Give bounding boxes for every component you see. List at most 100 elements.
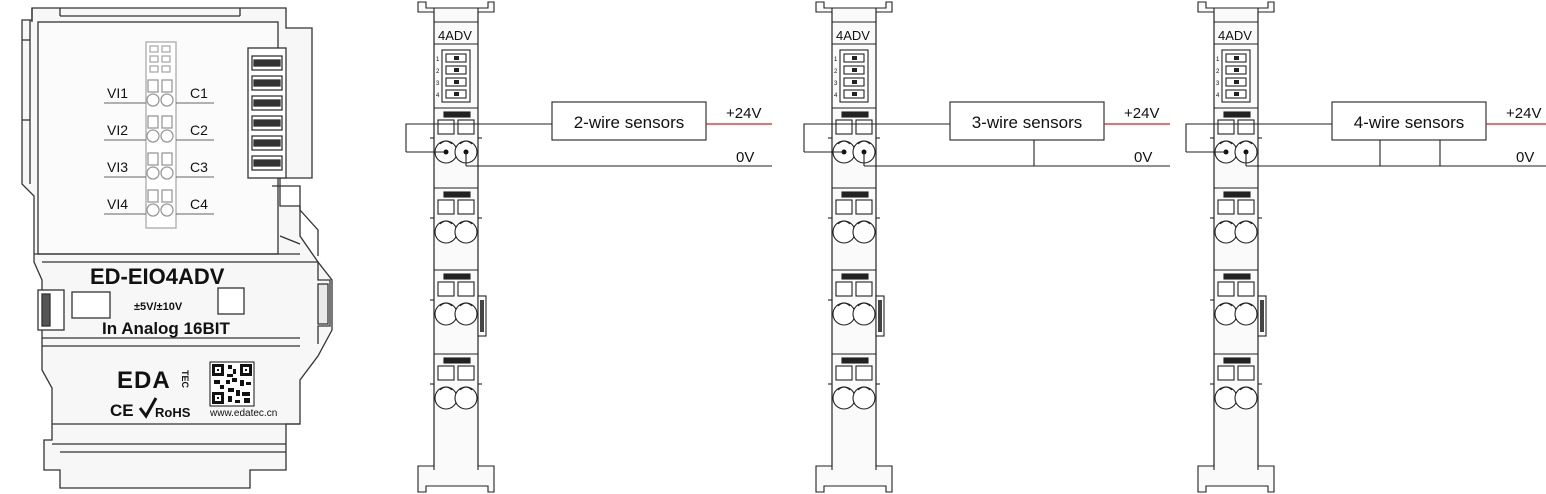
terminal-release: [457, 281, 475, 297]
terminal-clamp-notch: [1219, 140, 1233, 145]
sensor-box-label: 3-wire sensors: [972, 113, 1083, 132]
wire-sensor-ground: [1439, 140, 1546, 167]
module-tag-label: 4ADV: [438, 28, 472, 43]
sensor-box: [551, 101, 707, 141]
terminal-release: [1217, 199, 1235, 215]
terminal-release: [855, 365, 873, 381]
led-window: [841, 357, 869, 364]
module-tag-label: 4ADV: [1218, 28, 1252, 43]
led-window: [443, 357, 471, 364]
terminal-clamp-notch: [1219, 386, 1233, 391]
terminal-clamp-notch: [837, 220, 851, 225]
terminal-clamp-notch: [837, 302, 851, 307]
led-window: [443, 273, 471, 280]
wire-sensor-return: [1258, 140, 1381, 167]
terminal-release: [437, 199, 455, 215]
sensor-box-label: 4-wire sensors: [1354, 113, 1465, 132]
terminal-release: [457, 365, 475, 381]
terminal-clamp-notch: [459, 220, 473, 225]
supply-voltage-label: +24V: [726, 105, 761, 122]
channel-label-lines: [104, 102, 214, 215]
channel-label-c2: C2: [190, 122, 208, 138]
led-window: [841, 273, 869, 280]
dip-switch-lever: [454, 80, 459, 84]
terminal-clamp-notch: [857, 220, 871, 225]
dip-switch-lever: [1234, 68, 1239, 72]
dip-switch-lever: [852, 80, 857, 84]
side-release-bar: [1260, 300, 1264, 332]
terminal-release: [835, 119, 853, 135]
dip-switch-number: 2: [834, 69, 838, 75]
terminal-clamp: [852, 302, 876, 326]
module-voltage-range: ±5V/±10V: [134, 301, 183, 313]
led-window: [841, 111, 869, 118]
led-window: [443, 191, 471, 198]
led-window: [841, 191, 869, 198]
dip-switch-lever: [1234, 56, 1239, 60]
terminal-clamp: [1214, 386, 1238, 410]
dip-switch-number: 4: [1216, 93, 1220, 99]
ground-voltage-label: 0V: [1516, 149, 1534, 166]
terminal-clamp: [434, 386, 458, 410]
terminal-clamp-notch: [439, 302, 453, 307]
terminal-clamp-notch: [857, 386, 871, 391]
terminal-clamp: [454, 302, 478, 326]
dip-switch-lever: [454, 56, 459, 60]
dip-switch-number: 3: [834, 81, 838, 87]
led-window: [1223, 273, 1251, 280]
terminal-release: [1217, 281, 1235, 297]
supply-voltage-label: +24V: [1506, 105, 1541, 122]
terminal-clamp: [832, 302, 856, 326]
terminal-release: [855, 281, 873, 297]
terminal-clamp: [852, 220, 876, 244]
terminal-release: [835, 199, 853, 215]
terminal-clamp-notch: [837, 386, 851, 391]
dip-switch-number: 1: [436, 57, 440, 63]
module-tag-label: 4ADV: [836, 28, 870, 43]
terminal-clamp: [832, 220, 856, 244]
channel-label-c1: C1: [190, 85, 208, 101]
terminal-clamp-notch: [459, 140, 473, 145]
terminal-clamp-notch: [1219, 302, 1233, 307]
qr-code-icon: [209, 361, 255, 407]
terminal-release: [855, 199, 873, 215]
terminal-clamp-notch: [857, 140, 871, 145]
led-window: [443, 111, 471, 118]
channel-label-vi2: VI2: [107, 122, 128, 138]
channel-label-c4: C4: [190, 196, 208, 212]
terminal-clamp-notch: [1239, 302, 1253, 307]
terminal-release: [457, 119, 475, 135]
sensor-box-label: 2-wire sensors: [574, 113, 685, 132]
terminal-clamp: [1234, 302, 1258, 326]
terminal-release: [1237, 119, 1255, 135]
terminal-clamp: [852, 386, 876, 410]
led-window: [1223, 357, 1251, 364]
dip-switch-lever: [852, 92, 857, 96]
channel-label-vi3: VI3: [107, 159, 128, 175]
led-window: [1223, 191, 1251, 198]
channel-label-vi1: VI1: [107, 85, 128, 101]
terminal-release: [835, 365, 853, 381]
terminal-clamp: [1234, 386, 1258, 410]
module-description: In Analog 16BIT: [102, 319, 230, 338]
bus-connector-pins: [251, 55, 283, 171]
channel-label-vi4: VI4: [107, 196, 128, 212]
terminal-release: [437, 365, 455, 381]
side-release-bar: [878, 300, 882, 332]
terminal-clamp-notch: [1239, 140, 1253, 145]
terminal-clamp: [454, 386, 478, 410]
terminal-clamp-notch: [1239, 220, 1253, 225]
dip-switch-lever: [852, 68, 857, 72]
terminal-clamp: [1234, 220, 1258, 244]
dip-switch-lever: [454, 68, 459, 72]
sensor-box: [949, 101, 1105, 141]
terminal-clamp: [1214, 302, 1238, 326]
terminal-slots: [146, 79, 174, 217]
terminal-clamp-notch: [459, 386, 473, 391]
dip-switch-lever: [1234, 80, 1239, 84]
dip-switch-lever: [1234, 92, 1239, 96]
terminal-release: [855, 119, 873, 135]
terminal-clamp-notch: [857, 302, 871, 307]
